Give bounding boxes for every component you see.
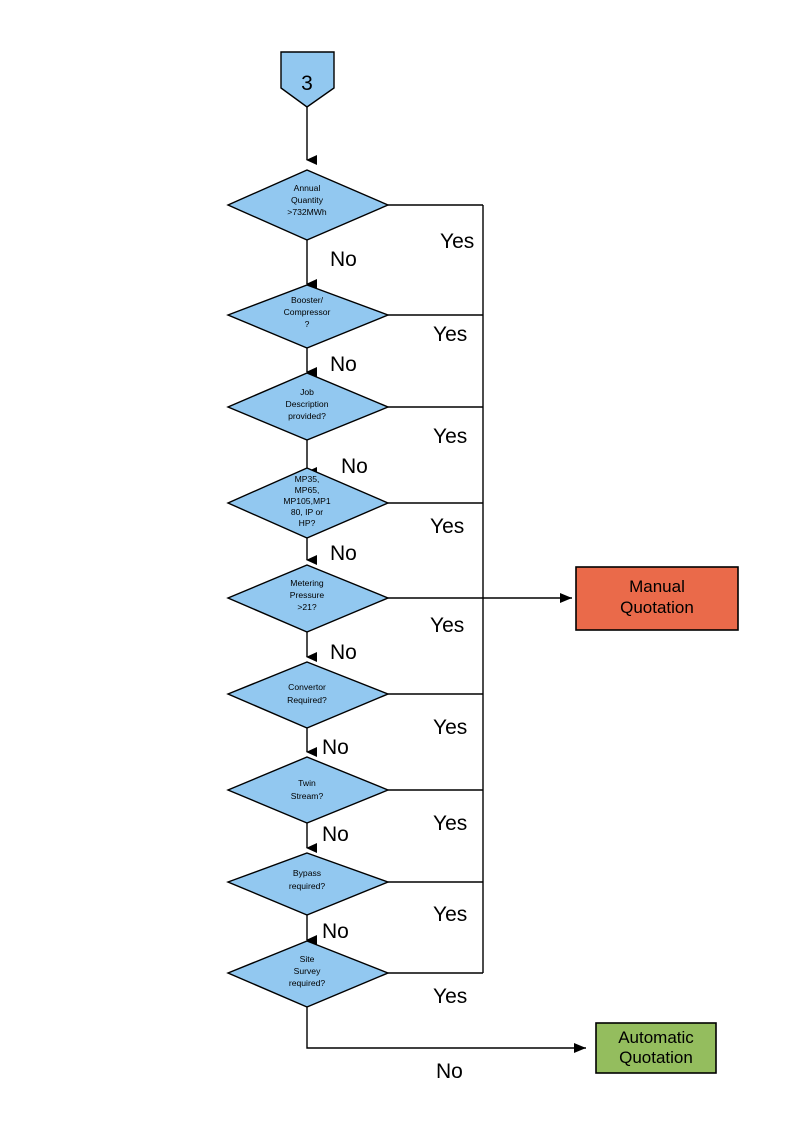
decision-line-2: Compressor xyxy=(284,307,331,317)
label-convertor-required-yes: Yes xyxy=(433,716,467,739)
decision-diamond-shape xyxy=(226,169,390,241)
decision-line-1: Booster/ xyxy=(291,295,324,305)
label-annual-quantity-yes: Yes xyxy=(440,230,474,253)
decision-booster-compressor[interactable]: Booster/ Compressor ? xyxy=(226,284,390,349)
label-mp-ip-hp-no: No xyxy=(330,542,357,565)
decision-line-2: Stream? xyxy=(291,791,324,801)
edge-site-survey-no-to-automatic-quotation xyxy=(306,1007,586,1053)
label-mp-ip-hp-yes: Yes xyxy=(430,515,464,538)
decision-line-2: Quantity xyxy=(291,195,324,205)
label-twin-stream-yes: Yes xyxy=(433,812,467,835)
decision-line-1: MP35, xyxy=(295,474,320,484)
decision-line-2: required? xyxy=(289,881,326,891)
connector-label: 3 xyxy=(301,72,313,95)
decision-line-1: Twin xyxy=(298,778,316,788)
decision-job-description[interactable]: Job Description provided? xyxy=(226,372,390,441)
decision-metering-pressure[interactable]: Metering Pressure >21? xyxy=(226,564,390,633)
connector-pentagon-shape xyxy=(280,51,335,108)
decision-twin-stream[interactable]: Twin Stream? xyxy=(226,756,390,824)
start-connector[interactable]: 3 xyxy=(280,51,335,108)
label-booster-compressor-yes: Yes xyxy=(433,323,467,346)
manual-quotation-line-2: Quotation xyxy=(620,598,694,617)
decision-line-2: Pressure xyxy=(290,590,325,600)
manual-quotation-box-shape xyxy=(575,566,739,631)
decision-site-survey[interactable]: Site Survey required? xyxy=(226,940,390,1008)
decision-line-1: Job xyxy=(300,387,314,397)
terminal-manual-quotation[interactable]: Manual Quotation xyxy=(575,566,739,631)
terminal-automatic-quotation[interactable]: Automatic Quotation xyxy=(595,1022,717,1074)
label-bypass-required-yes: Yes xyxy=(433,903,467,926)
label-job-description-no: No xyxy=(341,455,368,478)
label-metering-pressure-no: No xyxy=(330,641,357,664)
label-twin-stream-no: No xyxy=(322,823,349,846)
decision-line-1: Convertor xyxy=(288,682,326,692)
decision-line-1: Metering xyxy=(290,578,324,588)
decision-diamond-shape xyxy=(226,756,390,824)
decision-line-1: Bypass xyxy=(293,868,321,878)
decision-line-3: ? xyxy=(305,319,310,329)
decision-line-2: Description xyxy=(286,399,329,409)
label-metering-pressure-yes: Yes xyxy=(430,614,464,637)
label-bypass-required-no: No xyxy=(322,920,349,943)
decision-line-5: HP? xyxy=(299,518,316,528)
decision-line-2: Survey xyxy=(294,966,321,976)
decision-line-1: Annual xyxy=(294,183,321,193)
label-convertor-required-no: No xyxy=(322,736,349,759)
decision-line-3: >732MWh xyxy=(287,207,327,217)
label-site-survey-no: No xyxy=(436,1060,463,1083)
label-booster-compressor-no: No xyxy=(330,353,357,376)
decision-line-3: required? xyxy=(289,978,326,988)
decision-line-3: >21? xyxy=(297,602,317,612)
decision-annual-quantity[interactable]: Annual Quantity >732MWh xyxy=(226,169,390,241)
decision-line-3: MP105,MP1 xyxy=(283,496,331,506)
decision-line-4: 80, IP or xyxy=(291,507,323,517)
manual-quotation-line-1: Manual xyxy=(629,577,685,596)
automatic-quotation-line-2: Quotation xyxy=(619,1048,693,1067)
decision-convertor-required[interactable]: Convertor Required? xyxy=(226,661,390,729)
decision-line-2: Required? xyxy=(287,695,327,705)
label-job-description-yes: Yes xyxy=(433,425,467,448)
decision-line-1: Site xyxy=(300,954,315,964)
decision-line-2: MP65, xyxy=(295,485,320,495)
automatic-quotation-line-1: Automatic xyxy=(618,1028,694,1047)
label-site-survey-yes: Yes xyxy=(433,985,467,1008)
automatic-quotation-box-shape xyxy=(595,1022,717,1074)
label-annual-quantity-no: No xyxy=(330,248,357,271)
decision-mp-ip-hp[interactable]: MP35, MP65, MP105,MP1 80, IP or HP? xyxy=(226,467,390,539)
decision-line-3: provided? xyxy=(288,411,326,421)
decision-bypass-required[interactable]: Bypass required? xyxy=(226,852,390,916)
